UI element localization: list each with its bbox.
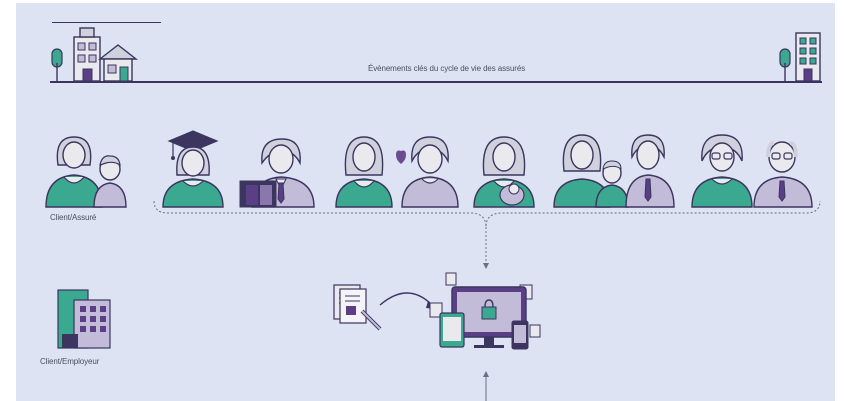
family-icon [553, 134, 675, 208]
graduation-icon [162, 130, 224, 208]
digital-devices-icon [429, 272, 541, 350]
birth-icon [473, 136, 535, 208]
employer-building-icon [57, 289, 111, 349]
bottom-arrow [483, 371, 489, 401]
house-tree-icon [51, 27, 139, 82]
insured-client-icon [45, 136, 127, 208]
couple-icon [335, 136, 459, 208]
office-building-icon [779, 32, 821, 82]
retirement-icon [691, 134, 813, 208]
top-decor-line [52, 22, 161, 23]
diagram-canvas: Évènements clés du cycle de vie des assu… [16, 3, 835, 401]
events-brace [153, 200, 821, 269]
timeline-ground-line [50, 81, 822, 83]
document-pen-icon [333, 284, 382, 331]
first-job-icon [239, 138, 315, 208]
employer-client-label: Client/Employeur [40, 357, 100, 366]
insured-client-label: Client/Assuré [50, 213, 97, 222]
diagram-title: Évènements clés du cycle de vie des assu… [368, 64, 526, 73]
